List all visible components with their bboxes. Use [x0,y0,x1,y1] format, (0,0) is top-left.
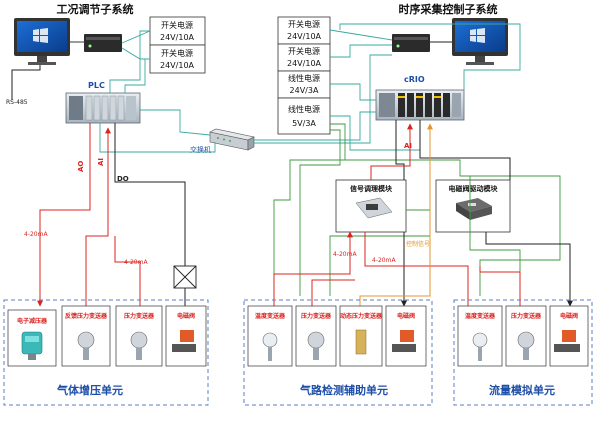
device-label: 电子减压器 [17,317,48,325]
gas-boost-unit-frame [3,299,209,406]
signal-module-icon [355,197,393,219]
device-label: 反馈压力变送器 [65,312,108,320]
pressure-transmitter-card-mid: 压力变送器 [295,305,337,367]
power-supply-spec: 24V/3A [290,86,319,95]
device-label: 温度变送器 [465,312,496,320]
rs485-label: RS-485 [6,99,28,106]
relay-module-icon [456,198,492,220]
power-supply-spec: 24V/10A [160,61,195,70]
ai-right-label: AI [404,142,412,150]
solenoid-valve-icon [554,330,580,352]
pressure-transmitter-icon [77,331,95,360]
device-label: 动态压力变送器 [340,312,383,320]
ai-left-label: AI [97,158,105,166]
ma-right-2-label: 4-20mA [372,257,396,264]
solenoid-valve-icon [172,330,196,352]
device-label: 压力变送器 [301,312,332,320]
left-monitor-icon [14,18,70,65]
control-wiring [11,65,573,319]
relay-driver-module-label: 电磁阀驱动模块 [449,184,499,193]
device-label: 压力变送器 [511,312,542,320]
temperature-transmitter-card: 温度变送器 [247,305,293,367]
ao-label: AO [77,161,85,172]
power-supply-label: 开关电源 [161,48,193,58]
power-supply-spec: 24V/10A [287,32,322,41]
ma-right-1-label: 4-20mA [333,251,357,258]
power-supply-spec: 5V/3A [292,119,316,128]
electronic-pressure-reducer-card: 电子减压器 [7,309,57,367]
plc-device-icon [65,92,141,124]
gas-boost-unit-title: 气体增压单元 [56,383,123,397]
gas-path-unit-title: 气路检测辅助单元 [299,383,388,397]
pressure-transmitter-icon [517,331,535,360]
solenoid-valve-card-mid: 电磁阀 [385,305,427,367]
power-supply-spec: 24V/10A [287,59,322,68]
crio-device-icon [375,89,465,121]
device-label: 电磁阀 [397,312,415,320]
power-supply-label: 开关电源 [161,20,193,30]
right-power-supply-4: 线性电源 5V/3A [277,97,331,135]
right-industrial-pc-icon [392,34,430,52]
pressure-transmitter-icon [130,331,148,360]
plc-label: PLC [88,81,105,90]
ma-left-1-label: 4-20mA [24,231,48,238]
temperature-transmitter-card-right: 温度变送器 [457,305,503,367]
solenoid-valve-card-left: 电磁阀 [165,305,207,367]
power-supply-spec: 24V/10A [160,33,195,42]
feedback-pressure-transmitter-card: 反馈压力变送器 [61,305,111,367]
switch-label: 交换机 [190,145,211,154]
right-power-supply-2: 开关电源 24V/10A [277,43,331,72]
control-signal-wiring [359,123,433,306]
pressure-transmitter-icon [307,331,325,360]
gas-path-unit-frame [243,299,433,406]
flow-sim-unit-frame [453,299,593,406]
pressure-reducer-icon [21,331,43,360]
power-supply-label: 线性电源 [288,104,320,114]
power-network-wiring [70,23,561,296]
solenoid-valve-icon [392,330,416,352]
network-switch-icon [209,128,255,151]
temperature-transmitter-icon [262,332,278,361]
crio-label: cRIO [404,75,425,84]
do-label: DO [117,175,129,183]
solenoid-valve-card-right: 电磁阀 [549,305,589,367]
relay-cross-icon [173,265,197,289]
power-supply-label: 开关电源 [288,46,320,56]
power-supply-label: 开关电源 [288,19,320,29]
device-label: 温度变送器 [255,312,286,320]
device-label: 电磁阀 [560,312,578,320]
pressure-transmitter-card-left: 压力变送器 [115,305,163,367]
temperature-transmitter-icon [472,332,488,361]
left-system-title: 工况调节子系统 [57,2,134,16]
right-power-supply-3: 线性电源 24V/3A [277,70,331,99]
right-monitor-icon [452,18,508,65]
dynamic-pressure-transmitter-card: 动态压力变送器 [339,305,383,367]
signal-conditioning-module-label: 信号调理模块 [350,184,393,193]
right-system-title: 时序采集控制子系统 [399,2,498,16]
control-signal-label: 控制信号 [406,240,430,248]
left-power-supply-1: 开关电源 24V/10A [149,16,206,46]
left-industrial-pc-icon [84,34,122,52]
ma-left-2-label: 4-20mA [124,259,148,266]
right-power-supply-1: 开关电源 24V/10A [277,16,331,45]
flow-sim-unit-title: 流量模拟单元 [489,383,555,397]
device-label: 压力变送器 [124,312,155,320]
device-label: 电磁阀 [177,312,195,320]
dynamic-pressure-transmitter-icon [355,329,367,355]
power-supply-label: 线性电源 [288,73,320,83]
left-power-supply-2: 开关电源 24V/10A [149,44,206,74]
analog-wiring [37,123,521,307]
pressure-transmitter-card-right: 压力变送器 [505,305,547,367]
